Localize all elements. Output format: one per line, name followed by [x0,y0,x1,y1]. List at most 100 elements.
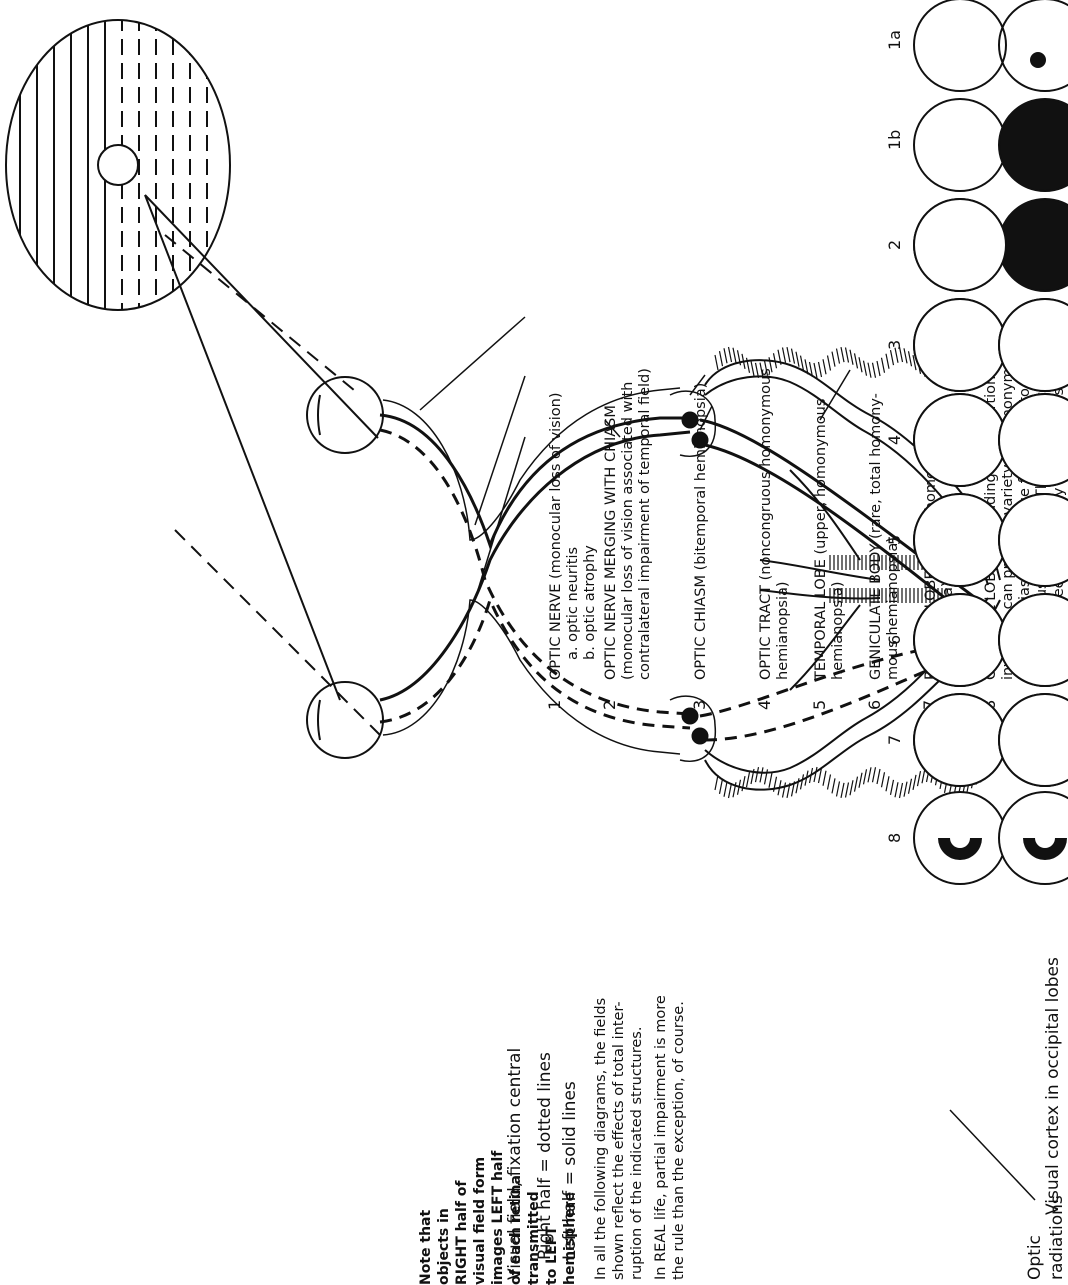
gyrus-hatch [828,774,831,789]
gyrus-hatch [913,775,916,790]
gyrus-hatch [720,351,723,366]
gyrus-hatch [751,361,754,376]
gyrus-hatch [832,778,835,793]
gyrus-hatch [724,782,727,797]
gyrus-hatch [868,767,871,782]
gyrus-hatch [765,769,768,784]
gyrus-hatch [859,773,862,788]
gyrus-hatch [787,347,790,362]
fixation-point [98,145,138,185]
gyrus-hatch [837,781,840,796]
gyrus-hatch [837,349,840,364]
leader-lines [420,317,943,590]
gyrus-hatch [886,776,889,791]
lesion-number: 4 [755,700,774,710]
gyrus-hatch [873,363,876,378]
lesion-description-line: mous hemianopsia) [885,537,901,680]
field-label: 5 [885,535,904,545]
gyrus-hatch [904,348,907,363]
lesion-entry-2: 2 OPTIC NERVE MERGING WITH CHIASM(monocul… [600,368,653,710]
gyrus-hatch [855,777,858,792]
lesion-description-line: contralateral impairment of temporal fie… [637,368,653,680]
field-label: 3 [885,340,904,350]
lesion-description: TEMPORAL LOBE (upper, homonymoushemianop… [813,399,846,681]
gyrus-hatch [859,357,862,372]
field-label: 1b [885,130,904,150]
visual-field-oval [6,15,230,315]
gyrus-hatch [900,783,903,798]
gyrus-hatch [796,352,799,367]
gyrus-hatch [783,783,786,798]
note-total-interruption: In all the following diagrams, the field… [593,993,645,1280]
lesion-number: 6 [865,700,884,710]
gyrus-hatch [886,354,889,369]
gyrus-hatch [864,361,867,376]
lesion-description-line: GENICULATE BODY (rare, total homony- [868,393,884,680]
lesion-description-line: OPTIC TRACT (noncongruous homonymous [758,368,774,680]
gyrus-hatch [769,773,772,788]
gyrus-hatch [909,779,912,794]
lesion-description: OPTIC NERVE MERGING WITH CHIASM(monocula… [603,368,653,680]
gyrus-hatch [720,779,723,794]
gyrus-hatch [729,347,732,362]
lesion-number: 5 [810,700,829,710]
gyrus-hatch [895,782,898,797]
gyrus-hatch [783,347,786,362]
gyrus-hatch [846,348,849,363]
gyrus-hatch [724,348,727,363]
gyrus-hatch [801,774,804,789]
lesion-description-line: OPTIC NERVE (monocular loss of vision) [548,393,564,680]
gyrus-hatch [891,780,894,795]
gyrus-hatch [823,771,826,786]
field-label: 2 [885,240,904,250]
gyrus-hatch [877,361,880,376]
gyrus-hatch [877,769,880,784]
visual-field-defects [914,0,1068,884]
gyrus-hatch [828,356,831,371]
gyrus-hatch [846,782,849,797]
gyrus-hatch [868,363,871,378]
lesion-description-line: TEMPORAL LOBE (upper, homonymous [813,399,829,681]
gyrus-hatch [864,769,867,784]
gyrus-hatch [882,772,885,787]
lesion-description-line: (monocular loss of vision associated wit… [620,382,636,680]
gyrus-hatch [832,352,835,367]
optic-radiations-leader [950,1110,1035,1200]
field-label: 8 [885,833,904,843]
gyrus-hatch [819,362,822,377]
gyrus-hatch [729,783,732,798]
gyrus-hatch [918,771,921,786]
gyrus-hatch [796,778,799,793]
lesion-description-line: hemianopsia) [830,581,846,680]
gyrus-hatch [747,772,750,787]
lesion-description-line: a. optic neuritis [565,547,581,660]
field-label: 6 [885,635,904,645]
lesion-description: OPTIC TRACT (noncongruous homonymoushemi… [758,368,791,680]
field-1a [914,0,1068,91]
gyrus-hatch [760,767,763,782]
lesion-number: 1 [545,700,564,710]
gyrus-hatch [823,359,826,374]
field-label: 1a [885,30,904,50]
lesion-description-line: b. optic atrophy [582,545,598,660]
gyrus-hatch [850,350,853,365]
gyrus-hatch [855,353,858,368]
lesion-number: 2 [600,700,619,710]
gyrus-hatch [882,358,885,373]
lesion-number: 3 [690,700,709,710]
gyrus-hatch [909,351,912,366]
gyrus-hatch [814,767,817,782]
lesion-entry-4: 4 OPTIC TRACT (noncongruous homonymoushem… [755,368,791,710]
gyrus-hatch [733,348,736,363]
gyrus-hatch [841,347,844,362]
gyrus-hatch [873,767,876,782]
lesion-description-line: OPTIC CHIASM (bitemporal hemianopsia) [693,383,709,680]
gyrus-hatch [756,767,759,782]
field-label: 4 [885,435,904,445]
lesion-entry-5: 5 TEMPORAL LOBE (upper, homonymoushemiano… [810,399,846,710]
field-label: 7 [885,735,904,745]
gyrus-hatch [715,775,718,790]
eye-left [307,377,383,453]
gyrus-hatch [814,363,817,378]
